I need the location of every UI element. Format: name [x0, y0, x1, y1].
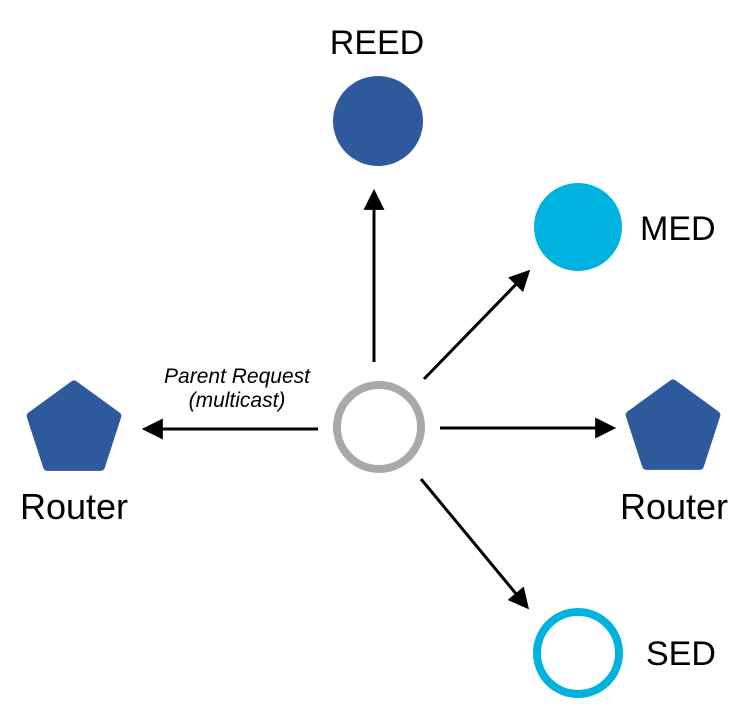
center-child-node	[333, 381, 425, 473]
parent-request-annotation-line2: (multicast)	[189, 389, 286, 412]
router-right-node	[625, 379, 721, 470]
arrow-to-sed	[419, 478, 530, 610]
reed-label: REED	[330, 24, 424, 62]
sed-node	[533, 608, 623, 698]
router-right-label: Router	[620, 486, 728, 527]
arrow-to-med	[422, 269, 531, 381]
parent-request-annotation-line1: Parent Request	[164, 365, 311, 388]
sed-label: SED	[646, 635, 716, 673]
reed-node	[333, 76, 423, 166]
med-label: MED	[640, 210, 716, 248]
router-left-label: Router	[20, 486, 128, 527]
med-node	[534, 183, 622, 271]
router-left-node	[26, 380, 122, 471]
